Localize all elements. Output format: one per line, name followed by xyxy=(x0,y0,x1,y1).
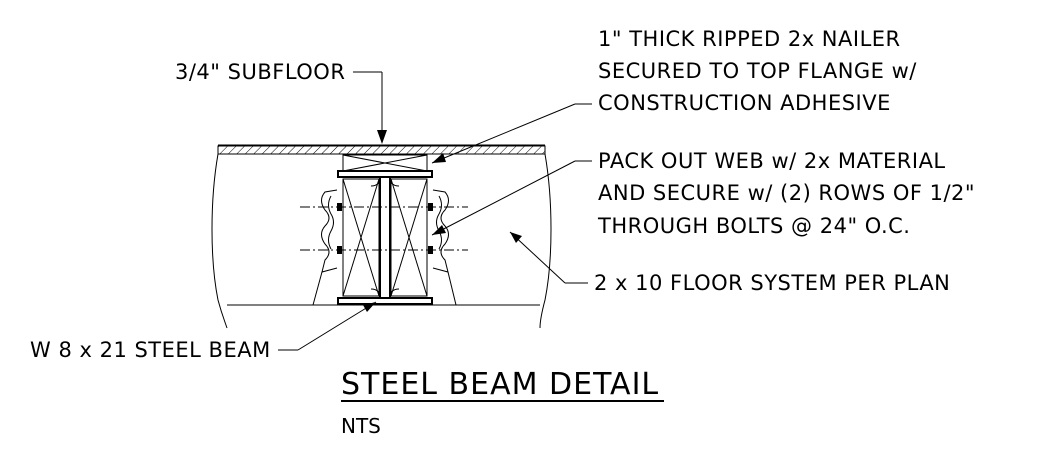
label-nailer-line-3: CONSTRUCTION ADHESIVE xyxy=(598,91,891,115)
through-bolt-upper xyxy=(300,203,468,211)
joist-hanger-right xyxy=(432,189,449,273)
label-nailer-line-2: SECURED TO TOP FLANGE w/ xyxy=(598,59,917,83)
web-packout-left xyxy=(342,178,380,297)
ripped-2x-nailer xyxy=(342,154,428,172)
label-steel-beam: W 8 x 21 STEEL BEAM xyxy=(30,338,271,362)
leader-subfloor xyxy=(353,71,387,144)
steel-beam-section xyxy=(337,170,433,305)
label-nailer-line-1: 1" THICK RIPPED 2x NAILER xyxy=(598,27,901,51)
subfloor-sheathing xyxy=(217,144,546,155)
joist-bearing-lines xyxy=(312,271,457,306)
label-packout-line-3: THROUGH BOLTS @ 24" O.C. xyxy=(597,214,910,238)
through-bolt-lower xyxy=(300,246,468,254)
web-packout-right xyxy=(390,178,428,297)
leader-steel-beam xyxy=(278,301,377,351)
label-subfloor: 3/4" SUBFLOOR xyxy=(175,60,345,84)
scale-note: NTS xyxy=(341,414,381,438)
leader-nailer xyxy=(431,103,592,164)
label-packout-line-2: AND SECURE w/ (2) ROWS OF 1/2" xyxy=(598,181,975,205)
leader-packout xyxy=(431,160,592,236)
joist-hanger-left xyxy=(321,189,338,273)
label-packout-line-1: PACK OUT WEB w/ 2x MATERIAL xyxy=(598,149,946,173)
label-floor-system: 2 x 10 FLOOR SYSTEM PER PLAN xyxy=(594,271,950,295)
leader-floor-system xyxy=(509,231,588,284)
detail-title: STEEL BEAM DETAIL xyxy=(341,367,659,402)
